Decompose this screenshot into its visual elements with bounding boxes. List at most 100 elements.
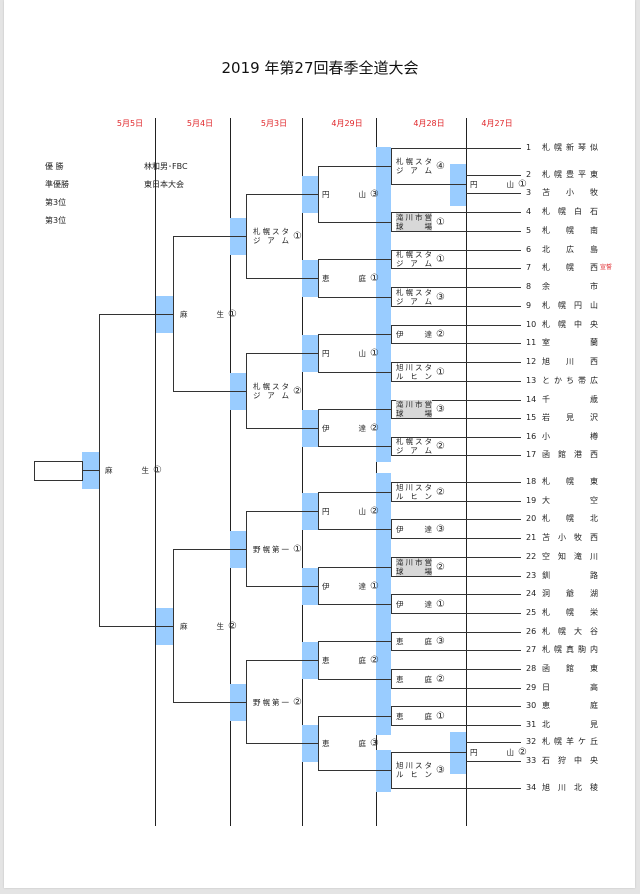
venue-name: 野幌第一: [253, 544, 289, 554]
bracket-line: [246, 511, 302, 512]
venue-name: 恵庭: [396, 674, 432, 684]
venue-name: 旭川スタルヒン: [396, 761, 432, 779]
game-number: ②: [370, 654, 379, 666]
result-value: 林和男･FBC: [144, 162, 188, 171]
bracket-line: [391, 306, 521, 307]
game-number: ③: [436, 403, 445, 415]
team-number: 29: [526, 683, 537, 692]
bracket-line: [318, 567, 319, 605]
bracket-line: [246, 353, 302, 354]
team-number: 4: [526, 207, 532, 216]
team-name: 札幌羊ケ丘: [542, 737, 598, 746]
bracket-line: [99, 314, 100, 627]
venue-name: 伊達: [322, 423, 366, 433]
team-name: 旭川北稜: [542, 783, 598, 792]
bracket-line: [391, 752, 392, 789]
venue-name: 札幌スタジアム: [396, 157, 432, 175]
round-date-header: 4月29日: [331, 119, 363, 128]
bracket-line: [391, 268, 521, 269]
game-number: ①: [518, 178, 527, 190]
bracket-line: [391, 519, 521, 520]
column-divider: [230, 118, 231, 826]
venue-name: 円山: [322, 506, 366, 516]
winner-highlight: [376, 750, 391, 792]
team-number: 14: [526, 395, 537, 404]
bracket-line: [391, 576, 521, 577]
team-number: 24: [526, 589, 537, 598]
team-name: 日高: [542, 683, 598, 692]
bracket-line: [156, 626, 173, 627]
team-name: 余市: [542, 282, 598, 291]
team-number: 8: [526, 282, 532, 291]
team-name: 札幌大谷: [542, 627, 598, 636]
bracket-line: [302, 511, 318, 512]
bracket-line: [99, 314, 155, 315]
venue-name: 札幌スタジアム: [253, 382, 289, 400]
bracket-line: [391, 538, 521, 539]
team-number: 23: [526, 571, 537, 580]
bracket-line: [173, 236, 174, 392]
game-number: ①: [293, 230, 302, 242]
bracket-line: [466, 193, 521, 194]
bracket-line: [391, 184, 466, 185]
venue-name: 麻生: [105, 465, 149, 475]
bracket-line: [391, 613, 521, 614]
game-number: ②: [370, 422, 379, 434]
bracket-line: [391, 594, 392, 614]
game-number: ③: [436, 291, 445, 303]
team-number: 22: [526, 552, 537, 561]
game-number: ①: [153, 464, 162, 476]
team-entry: 14 千歳: [526, 395, 598, 405]
team-number: 19: [526, 496, 537, 505]
bracket-line: [391, 632, 392, 651]
bracket-line: [391, 381, 521, 382]
winner-highlight: [450, 164, 466, 206]
bracket-line: [246, 511, 247, 587]
bracket-line: [391, 212, 392, 232]
team-name: 札幌南: [542, 226, 598, 235]
team-name: 函館港西: [542, 450, 598, 459]
team-number: 9: [526, 301, 532, 310]
team-number: 2: [526, 170, 532, 179]
bracket-line: [318, 492, 391, 493]
venue-name: 円山: [470, 179, 514, 189]
bracket-line: [391, 688, 521, 689]
team-name: 苫小牧西: [542, 533, 598, 542]
team-name: 大空: [542, 496, 598, 505]
team-name: 千歳: [542, 395, 598, 404]
bracket-line: [391, 632, 521, 633]
bracket-line: [318, 166, 319, 223]
bracket-line: [318, 716, 391, 717]
bracket-line: [230, 391, 246, 392]
team-name: 苫小牧: [542, 188, 598, 197]
bracket-line: [173, 702, 230, 703]
bracket-line: [391, 287, 392, 307]
bracket-line: [318, 446, 391, 447]
team-entry: 8 余市: [526, 282, 598, 292]
team-name: 札幌北: [542, 514, 598, 523]
team-number: 5: [526, 226, 532, 235]
team-name: 北広島: [542, 245, 598, 254]
bracket-line: [391, 437, 392, 456]
venue-name: 野幌第一: [253, 697, 289, 707]
bracket-line: [391, 594, 521, 595]
team-name: 札幌白石: [542, 207, 598, 216]
team-number: 12: [526, 357, 537, 366]
